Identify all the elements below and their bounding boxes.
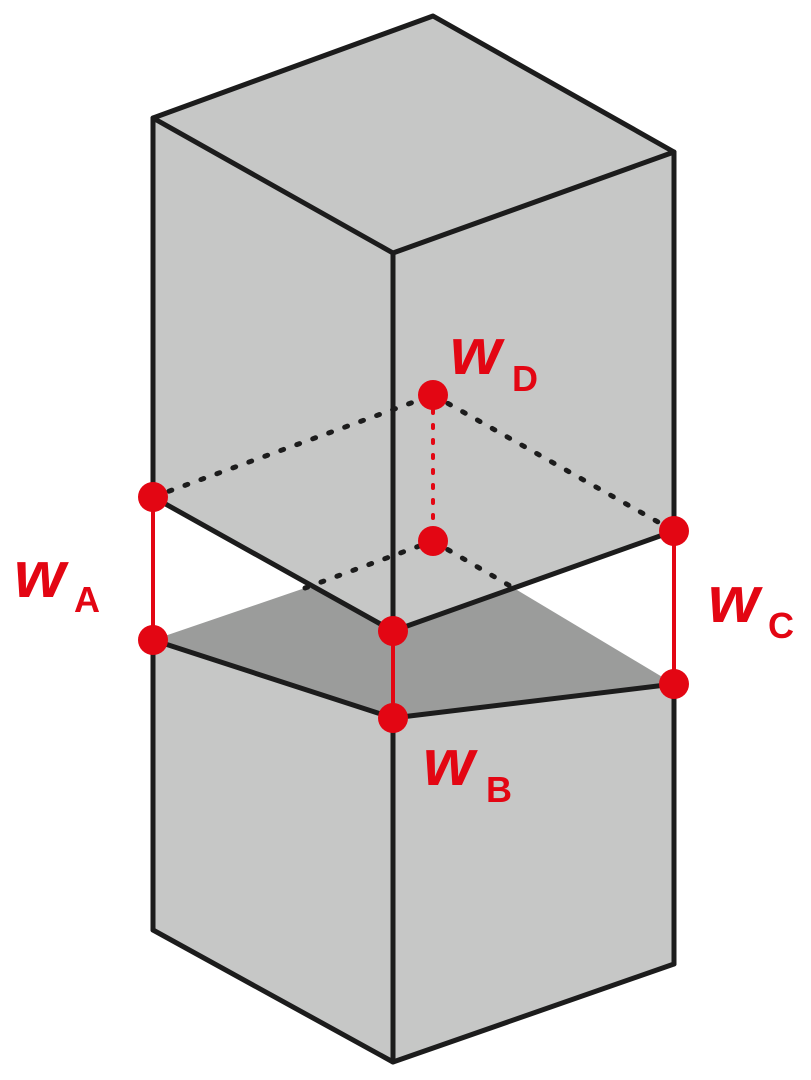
label-wa-sub: A [74,579,100,620]
label-wd-sub: D [512,358,538,399]
lower-block [150,588,677,1065]
upper-hidden-edge-right [430,392,677,534]
point-b-lower [378,703,408,733]
corner-points [138,380,689,733]
label-wc-main: w [708,562,763,636]
label-wb: w B [423,725,512,810]
lower-block-bottom-edges [150,927,677,1065]
label-wd: w D [450,314,538,399]
point-a-upper [138,482,168,512]
lower-block-left-face [153,640,393,1062]
lower-block-right-face [393,684,674,1062]
upper-block-right-face [393,152,674,631]
point-b-upper [378,616,408,646]
point-d-upper [418,380,448,410]
upper-block-top-face [153,16,674,253]
point-d-lower [418,526,448,556]
label-wb-main: w [423,725,478,799]
lower-hidden-edge-left [302,538,436,591]
point-a-lower [138,625,168,655]
label-wa-main: w [14,537,69,611]
label-wa: w A [14,537,100,620]
point-c-upper [659,516,689,546]
upper-hidden-edge-left [150,392,436,500]
label-wb-sub: B [486,769,512,810]
lower-block-top-face [153,588,674,718]
point-c-lower [659,669,689,699]
label-wc-sub: C [768,605,794,646]
label-wd-main: w [450,314,505,388]
upper-block-left-face [153,118,393,631]
lower-hidden-edge-right [430,538,520,593]
label-wc: w C [708,562,794,646]
upper-block [150,13,677,634]
